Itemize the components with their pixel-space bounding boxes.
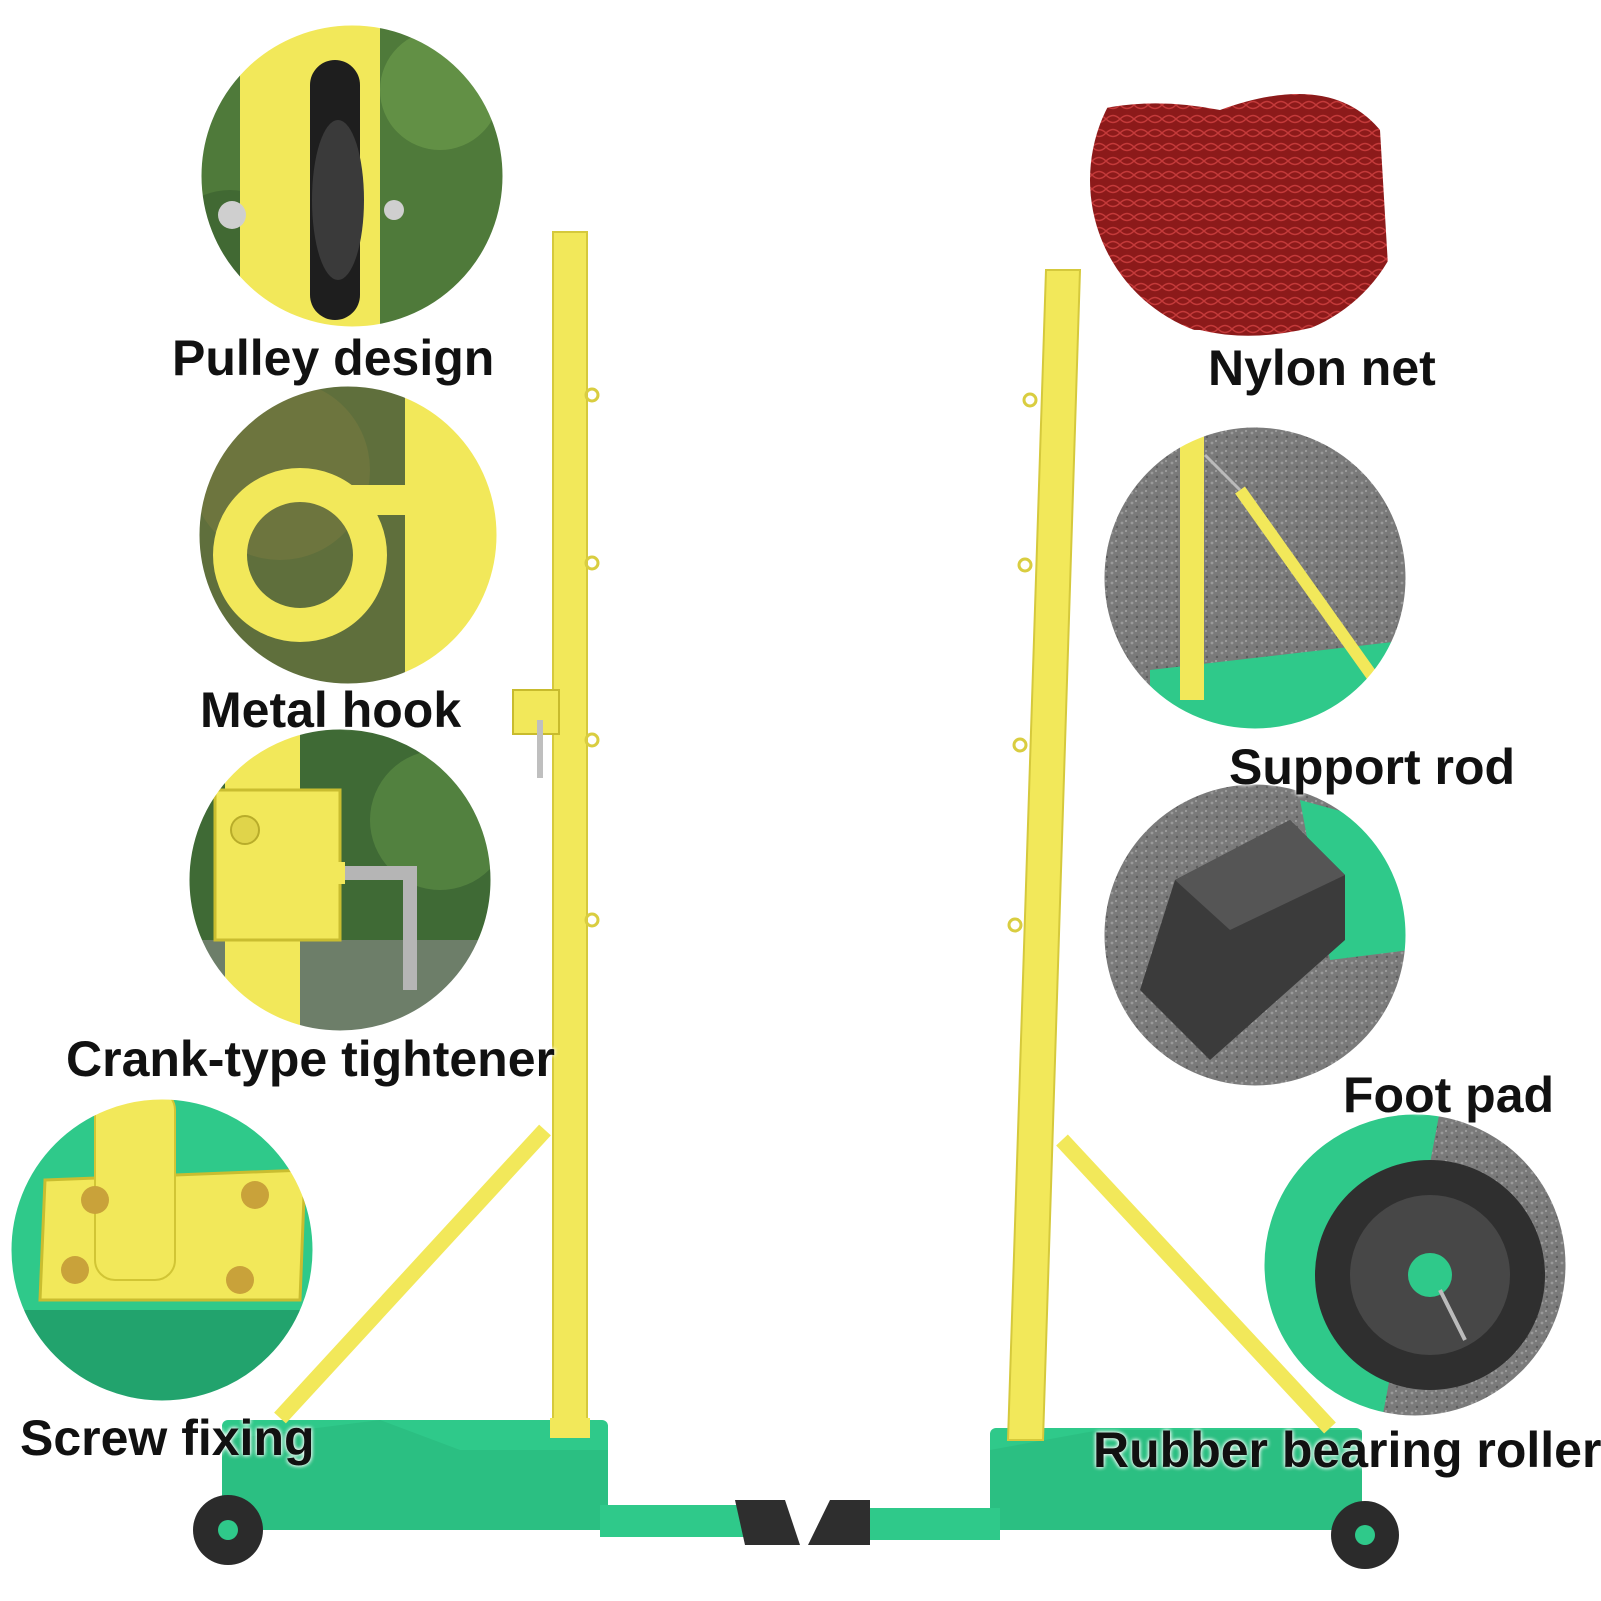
crank-tightener-label: Crank-type tightener (66, 1031, 555, 1087)
right-post-assembly (808, 269, 1399, 1569)
left-crank-bracket (512, 689, 560, 735)
screw-fixing-label: Screw fixing (20, 1410, 315, 1466)
hook-detail-photo (198, 385, 498, 685)
pulley-design-label: Pulley design (172, 330, 495, 386)
left-pole (552, 231, 588, 1433)
support-rod-label: Support rod (1229, 739, 1516, 795)
left-post-assembly (193, 231, 800, 1565)
left-foot-pad (735, 1500, 800, 1545)
nylon-net-label: Nylon net (1208, 340, 1436, 396)
right-base-arm (860, 1508, 1000, 1540)
left-support-rod (274, 1124, 551, 1424)
metal-hook-label: Metal hook (200, 682, 462, 738)
right-foot-pad (808, 1500, 870, 1545)
pulley-detail-photo (200, 24, 504, 328)
foot-pad-detail-photo (1103, 783, 1407, 1087)
foot-pad-label: Foot pad (1343, 1067, 1555, 1123)
right-support-rod (1056, 1134, 1336, 1434)
roller-detail-photo (1263, 1113, 1567, 1417)
screw-detail-photo (10, 1098, 314, 1402)
net-detail-photo (1090, 20, 1410, 340)
crank-detail-photo (188, 728, 492, 1032)
right-pole (1006, 269, 1082, 1441)
support-rod-detail-photo (1103, 426, 1407, 730)
rubber-bearing-roller-label: Rubber bearing roller (1093, 1422, 1601, 1478)
